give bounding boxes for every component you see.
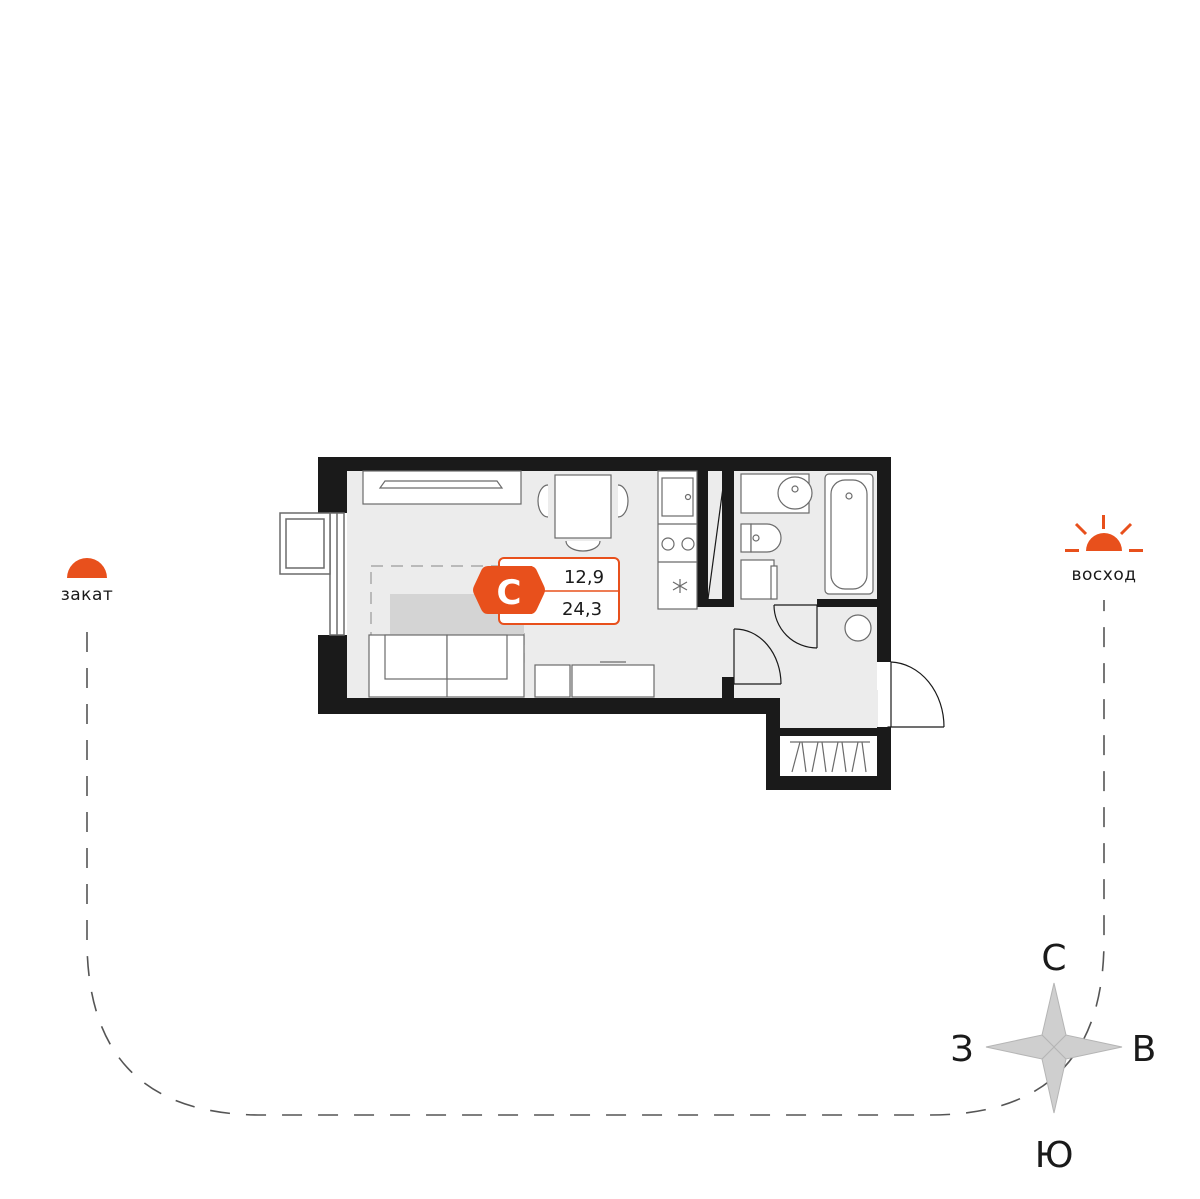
apartment-type-hexagon-shape <box>473 566 545 614</box>
total-area-value: 24,3 <box>562 599 602 620</box>
sunrise-icon <box>1065 515 1143 552</box>
sofa <box>368 634 525 698</box>
compass-west: З <box>950 1029 973 1070</box>
sunset-icon <box>67 558 107 578</box>
compass-north: С <box>1041 938 1066 979</box>
niche-door <box>707 479 725 600</box>
kitchen-counter <box>657 470 698 610</box>
closet-hangers <box>790 741 870 773</box>
apartment-type-letter: С <box>497 573 522 613</box>
apartment-plan: С 12,9 24,3 <box>279 457 945 790</box>
doors <box>733 604 945 728</box>
walls <box>318 457 891 790</box>
sunset-label: закат <box>61 585 114 605</box>
cabinets-bottom <box>534 661 655 698</box>
dining-table <box>537 474 629 552</box>
compass-rose <box>985 982 1123 1114</box>
window-left <box>279 512 345 636</box>
sunrise-label: восход <box>1072 565 1137 585</box>
compass-south: Ю <box>1035 1135 1074 1176</box>
living-area-value: 12,9 <box>564 567 604 588</box>
shelf-unit <box>362 470 522 505</box>
sun-path <box>86 600 1105 1116</box>
bathroom-fixtures <box>740 473 874 642</box>
area-badge: С 12,9 24,3 <box>473 557 620 625</box>
compass-east: В <box>1132 1029 1157 1070</box>
